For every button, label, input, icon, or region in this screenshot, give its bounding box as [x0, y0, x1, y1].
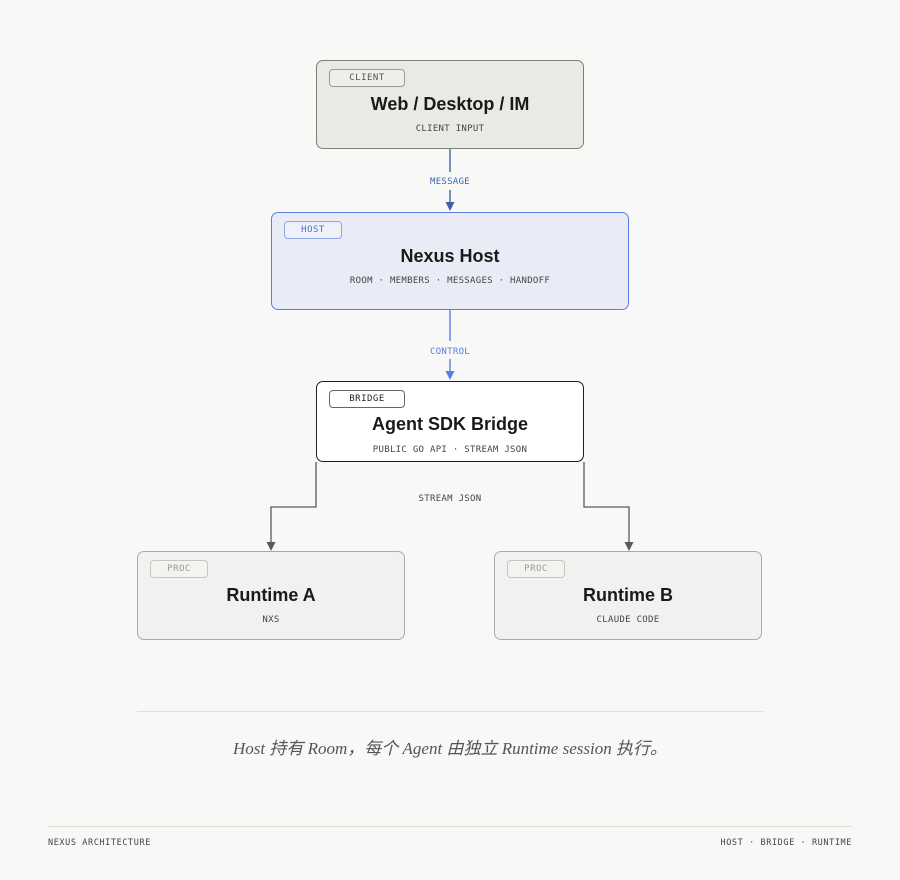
message-label: MESSAGE: [430, 177, 470, 187]
footer-divider: [48, 826, 852, 827]
bridge-tag: BRIDGE: [329, 390, 405, 408]
runtime-b-tag: PROC: [507, 560, 565, 578]
host-node: HOST Nexus Host ROOM · MEMBERS · MESSAGE…: [271, 212, 629, 310]
bridge-node: BRIDGE Agent SDK Bridge PUBLIC GO API · …: [316, 381, 584, 462]
client-title: Web / Desktop / IM: [370, 94, 530, 114]
control-arrowhead: [445, 371, 455, 380]
message-arrowhead: [445, 202, 455, 211]
diagram-caption: Host 持有 Room，每个 Agent 由独立 Runtime sessio…: [233, 739, 667, 758]
stream-connector-a: [270, 462, 317, 542]
runtime-a-title: Runtime A: [226, 585, 316, 605]
bridge-subtitle: PUBLIC GO API · STREAM JSON: [372, 445, 528, 455]
host-subtitle: ROOM · MEMBERS · MESSAGES · HANDOFF: [349, 276, 551, 286]
runtime-b-title: Runtime B: [583, 585, 673, 605]
runtime-b-node: PROC Runtime B CLAUDE CODE: [494, 551, 762, 640]
control-label: CONTROL: [430, 347, 470, 357]
bridge-title: Agent SDK Bridge: [371, 414, 528, 434]
stream-connector-b: [583, 462, 630, 542]
stream-label: STREAM JSON: [419, 494, 482, 504]
client-tag: CLIENT: [329, 69, 405, 87]
stream-arrowhead-b: [624, 542, 634, 551]
runtime-a-subtitle: NXS: [262, 615, 280, 625]
runtime-a-node: PROC Runtime A NXS: [137, 551, 405, 640]
runtime-a-tag: PROC: [150, 560, 208, 578]
client-subtitle: CLIENT INPUT: [415, 124, 485, 134]
host-title: Nexus Host: [400, 246, 500, 266]
stream-arrowhead-a: [266, 542, 276, 551]
footer-left: NEXUS ARCHITECTURE: [48, 838, 151, 848]
footer-right: HOST · BRIDGE · RUNTIME: [720, 838, 852, 848]
client-node: CLIENT Web / Desktop / IM CLIENT INPUT: [316, 60, 584, 149]
host-tag: HOST: [284, 221, 342, 239]
runtime-b-subtitle: CLAUDE CODE: [596, 615, 660, 625]
caption-divider: [137, 711, 763, 712]
